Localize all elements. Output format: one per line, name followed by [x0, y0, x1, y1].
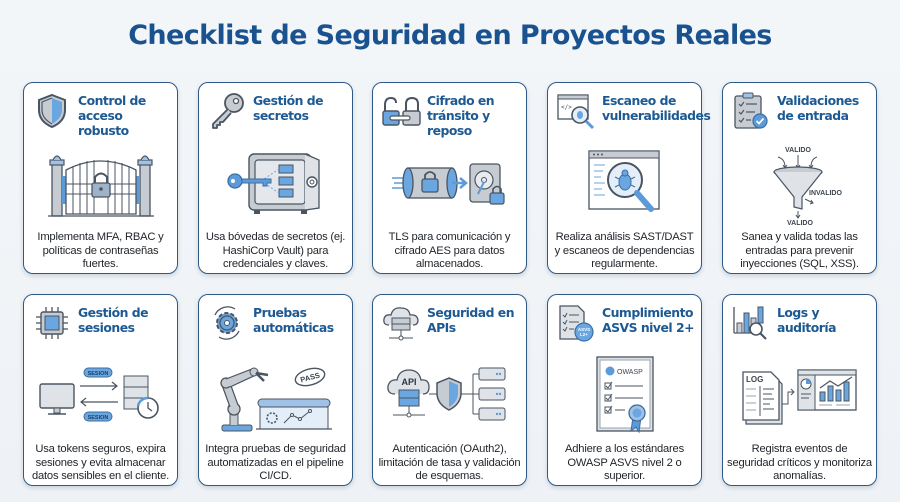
svg-text:OWASP: OWASP	[617, 369, 643, 376]
card-title: Control de acceso robusto	[78, 93, 146, 138]
card-description: TLS para comunicación y cifrado AES para…	[388, 231, 511, 270]
svg-text:LOG: LOG	[746, 375, 763, 384]
card-cumplimiento-asvs: ASVS L2+ Cumplimiento ASVS nivel 2+ OWAS…	[547, 294, 702, 486]
card-seguridad-en-apis: Seguridad en APIs API Autenticación (OAu…	[372, 294, 527, 486]
svg-text:SESION: SESION	[87, 371, 108, 377]
svg-text:VALIDO: VALIDO	[785, 147, 811, 154]
chart-magnifier-icon	[731, 303, 771, 343]
card-pruebas-automaticas: Pruebas automáticas PASS Integra pruebas…	[198, 294, 353, 486]
svg-text:INVALIDO: INVALIDO	[809, 190, 842, 197]
card-description: Sanea y valida todas las entradas para p…	[740, 231, 859, 270]
card-validaciones-de-entrada: Validaciones de entrada VALIDO INVALIDO …	[722, 82, 877, 274]
card-description: Usa tokens seguros, expira sesiones y ev…	[31, 443, 170, 482]
page-title: Checklist de Seguridad en Proyectos Real…	[128, 20, 772, 51]
card-description: Implementa MFA, RBAC y políticas de cont…	[37, 231, 164, 270]
log-to-dashboard-icon: LOG	[723, 353, 876, 441]
svg-text:SESION: SESION	[87, 415, 108, 421]
gear-cycle-icon	[207, 303, 247, 343]
input-filter-funnel-icon: VALIDO INVALIDO VALIDO	[723, 141, 876, 229]
svg-text:</>: </>	[561, 104, 572, 111]
card-cifrado: Cifrado en tránsito y reposo TLS para co…	[372, 82, 527, 274]
card-title: Logs y auditoría	[777, 305, 836, 335]
chip-icon	[32, 303, 72, 343]
cloud-server-icon	[381, 303, 421, 343]
card-description: Registra eventos de seguridad críticos y…	[727, 443, 872, 482]
robot-arm-pipeline-icon: PASS	[199, 353, 352, 441]
api-shield-servers-icon: API	[373, 353, 526, 441]
card-description: Adhiere a los estándares OWASP ASVS nive…	[565, 443, 684, 482]
card-title: Gestión de secretos	[253, 93, 324, 123]
card-gestion-de-secretos: Gestión de secretos Usa bóvedas de secre…	[198, 82, 353, 274]
svg-text:L2+: L2+	[580, 332, 588, 337]
asvs-document-icon: ASVS L2+	[556, 303, 596, 343]
encrypted-tunnel-to-disk-icon	[373, 141, 526, 229]
svg-text:VALIDO: VALIDO	[787, 220, 813, 225]
card-title: Seguridad en APIs	[427, 305, 515, 335]
svg-text:ASVS: ASVS	[578, 327, 590, 332]
key-icon	[207, 91, 247, 131]
session-exchange-icon: SESION SESION	[24, 353, 177, 441]
locked-gate-icon	[24, 141, 177, 229]
card-escaneo-de-vulnerabilidades: </> Escaneo de vulnerabilidades Realiza …	[547, 82, 711, 274]
svg-text:API: API	[401, 377, 416, 387]
card-control-de-acceso: Control de acceso robusto Imp	[23, 82, 178, 274]
vault-with-key-icon	[199, 141, 352, 229]
card-gestion-de-sesiones: Gestión de sesiones SESION SESION Usa to…	[23, 294, 178, 486]
code-window-bug-scan-icon: </>	[556, 91, 596, 131]
shield-icon	[32, 91, 72, 131]
checklist-clipboard-icon	[731, 91, 771, 131]
card-description: Usa bóvedas de secretos (ej. HashiCorp V…	[205, 231, 346, 270]
magnifier-over-bug-icon	[548, 141, 701, 229]
card-title: Cumplimiento ASVS nivel 2+	[602, 305, 694, 335]
card-description: Realiza análisis SAST/DAST y escaneos de…	[554, 231, 695, 270]
card-title: Pruebas automáticas	[253, 305, 334, 335]
card-title: Validaciones de entrada	[777, 93, 859, 123]
card-title: Cifrado en tránsito y reposo	[427, 93, 495, 138]
owasp-certificate-icon: OWASP	[548, 353, 701, 441]
card-description: Integra pruebas de seguridad automatizad…	[205, 443, 346, 482]
card-title: Escaneo de vulnerabilidades	[602, 93, 711, 123]
card-logs-y-auditoria: Logs y auditoría LOG Registra eventos de…	[722, 294, 877, 486]
card-title: Gestión de sesiones	[78, 305, 149, 335]
card-description: Autenticación (OAuth2), limitación de ta…	[378, 443, 521, 482]
linked-padlocks-icon	[381, 91, 421, 131]
